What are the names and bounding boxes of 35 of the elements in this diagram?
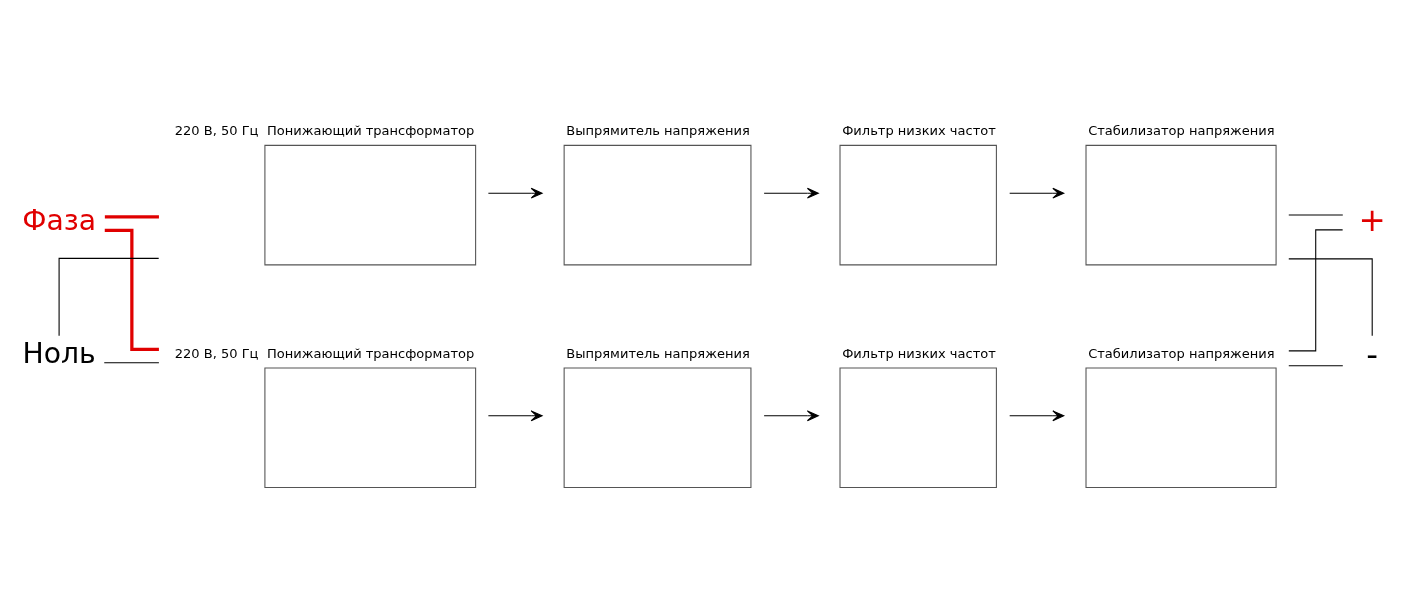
node-box [264, 367, 477, 489]
node-text: Фаза [22, 204, 97, 238]
node-label: Понижающий трансформатор [267, 123, 475, 139]
connector [1288, 229, 1344, 352]
node-box [1085, 367, 1277, 489]
node-box [563, 367, 752, 489]
arrow [487, 410, 543, 422]
node-label: 220 В, 50 Гц [174, 345, 259, 361]
node-label: Выпрямитель напряжения [566, 345, 750, 361]
node-box [1085, 144, 1277, 266]
connector [104, 228, 159, 351]
node-label: Фильтр низких частот [842, 123, 996, 139]
node-text: - [1366, 336, 1379, 375]
node-label: Понижающий трансформатор [267, 345, 475, 361]
node-box [839, 144, 997, 266]
node-label: Фильтр низких частот [842, 345, 996, 361]
connector [1288, 258, 1373, 337]
arrow [1009, 410, 1065, 422]
node-text: Ноль [22, 336, 96, 370]
node-label: Выпрямитель напряжения [566, 123, 750, 139]
arrow [763, 410, 819, 422]
node-box [839, 367, 997, 489]
node-label: Стабилизатор напряжения [1088, 345, 1275, 361]
node-box [264, 144, 477, 266]
arrow [763, 187, 819, 199]
arrow [487, 187, 543, 199]
connector [104, 215, 159, 219]
node-box [563, 144, 752, 266]
connector [1288, 365, 1344, 367]
node-text: + [1358, 200, 1386, 239]
connector [58, 257, 160, 337]
node-label: 220 В, 50 Гц [174, 123, 259, 139]
connector [103, 362, 160, 364]
arrow [1009, 187, 1065, 199]
node-label: Стабилизатор напряжения [1088, 123, 1275, 139]
